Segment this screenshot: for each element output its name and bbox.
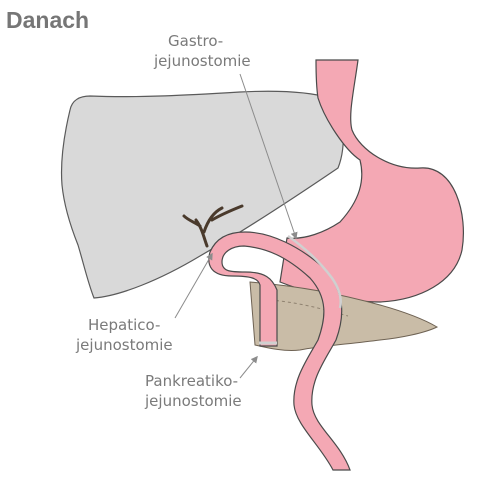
hepatico-label-line2: jejunostomie	[75, 336, 173, 354]
hepatico-label-line1: Hepatico-	[88, 316, 160, 334]
gastro-label-line1: Gastro-	[168, 32, 223, 50]
pankreatiko-label-line2: jejunostomie	[144, 392, 242, 410]
diagram-title: Danach	[6, 7, 89, 33]
gastro-label-line2: jejunostomie	[153, 52, 251, 70]
pankreatiko-label-line1: Pankreatiko-	[145, 372, 238, 390]
pankreatiko-arrow	[240, 357, 257, 378]
